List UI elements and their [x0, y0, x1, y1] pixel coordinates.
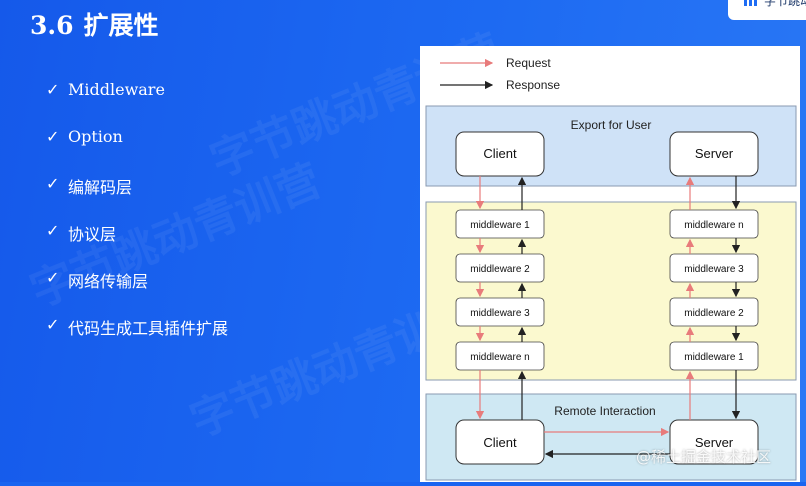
list-item-label: 网络传输层 — [68, 272, 149, 291]
list-item-label: 代码生成工具插件扩展 — [68, 319, 229, 338]
list-item: ✓ Option — [46, 127, 228, 174]
client-middleware-2 — [455, 253, 545, 283]
list-item-label: 协议层 — [68, 225, 117, 244]
server-middleware-1 — [669, 341, 759, 371]
footer-watermark: @稀土掘金技术社区 — [636, 448, 772, 466]
section-title: 扩展性 — [83, 11, 159, 40]
client-middleware-1 — [455, 209, 545, 239]
client-middleware-3 — [455, 297, 545, 327]
server-node-bottom — [669, 419, 759, 465]
server-middleware-2 — [669, 297, 759, 327]
check-icon: ✓ — [46, 221, 60, 240]
check-icon: ✓ — [46, 315, 60, 334]
feature-list: ✓ Middleware ✓ Option ✓ 编解码层 ✓ 协议层 ✓ 网络传输层 ✓ 代… — [46, 80, 228, 362]
list-item-label: 编解码层 — [68, 178, 133, 197]
server-middleware-n — [669, 209, 759, 239]
list-item: ✓ 协议层 — [46, 221, 228, 268]
logo-icon — [744, 0, 760, 6]
list-item-label: Option — [68, 127, 123, 146]
client-node-top-label: Client — [483, 146, 517, 161]
list-item: ✓ 编解码层 — [46, 174, 228, 221]
legend-response-label: Response — [506, 78, 560, 92]
client-middleware-3-label: middleware 3 — [470, 308, 530, 319]
client-node-bottom — [455, 419, 545, 465]
check-icon: ✓ — [46, 174, 60, 193]
client-middleware-n — [455, 341, 545, 371]
server-middleware-n-label: middleware n — [684, 220, 743, 231]
server-middleware-2-label: middleware 2 — [684, 308, 744, 319]
remote-zone-label: Remote Interaction — [554, 404, 655, 418]
logo-text: 字节跳动 — [764, 0, 806, 8]
list-item-label: Middleware — [68, 80, 165, 99]
client-middleware-2-label: middleware 2 — [470, 264, 530, 275]
middleware-diagram: Request Response Export for User Remote … — [425, 56, 797, 481]
legend-request-label: Request — [506, 56, 551, 70]
server-middleware-1-label: middleware 1 — [684, 352, 744, 363]
server-middleware-3-label: middleware 3 — [684, 264, 744, 275]
list-item: ✓ 网络传输层 — [46, 268, 228, 315]
middleware-diagram-panel: Request Response Export for User Remote … — [420, 46, 800, 482]
client-node-bottom-label: Client — [483, 435, 517, 450]
client-middleware-n-label: middleware n — [470, 352, 529, 363]
server-middleware-3 — [669, 253, 759, 283]
slide-title: 3.6 扩展性 — [30, 6, 159, 42]
section-number: 3.6 — [30, 11, 74, 40]
check-icon: ✓ — [46, 80, 60, 99]
export-zone-label: Export for User — [571, 118, 652, 132]
server-node-bottom-label: Server — [695, 435, 734, 450]
list-item: ✓ Middleware — [46, 80, 228, 127]
check-icon: ✓ — [46, 268, 60, 287]
server-node-top-label: Server — [695, 146, 734, 161]
logo-badge — [728, 0, 806, 20]
list-item: ✓ 代码生成工具插件扩展 — [46, 315, 228, 362]
client-middleware-1-label: middleware 1 — [470, 220, 530, 231]
check-icon: ✓ — [46, 127, 60, 146]
client-node-top — [455, 131, 545, 177]
server-node-top — [669, 131, 759, 177]
